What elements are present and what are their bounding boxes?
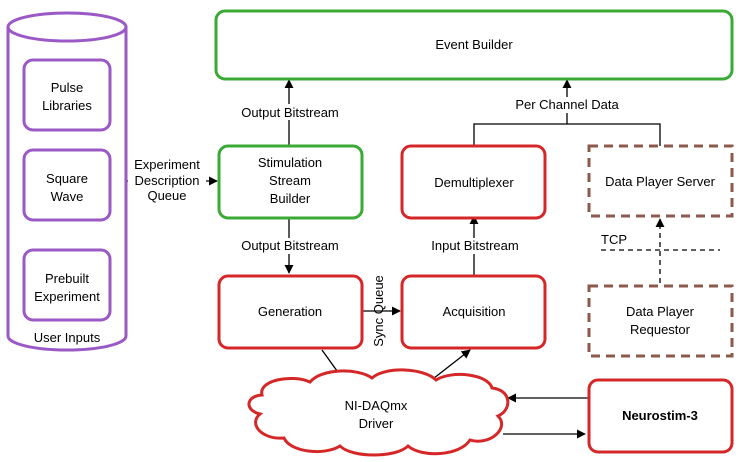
svg-text:Libraries: Libraries [42, 98, 92, 113]
svg-text:Pulse: Pulse [51, 80, 84, 95]
svg-text:Prebuilt: Prebuilt [45, 271, 89, 286]
label-output-bitstream-mid: Output Bitstream [241, 238, 339, 253]
label-input-bitstream: Input Bitstream [431, 238, 518, 253]
svg-text:Stream: Stream [269, 173, 311, 188]
node-acquisition: Acquisition [400, 274, 547, 350]
svg-text:Wave: Wave [51, 189, 84, 204]
input-square-wave: Square Wave [22, 148, 112, 222]
svg-text:Event Builder: Event Builder [435, 37, 513, 52]
svg-text:Demultiplexer: Demultiplexer [434, 175, 514, 190]
svg-text:Square: Square [46, 171, 88, 186]
svg-text:NI-DAQmx: NI-DAQmx [345, 398, 408, 413]
label-per-channel-data: Per Channel Data [515, 97, 619, 112]
svg-text:Stimulation: Stimulation [258, 155, 322, 170]
svg-text:Requestor: Requestor [630, 322, 691, 337]
node-neurostim-3: Neurostim-3 [587, 378, 734, 454]
label-output-bitstream-top: Output Bitstream [241, 105, 339, 120]
node-demultiplexer: Demultiplexer [400, 144, 547, 220]
node-ni-daqmx-driver: NI-DAQmx Driver [247, 368, 510, 457]
svg-text:Driver: Driver [359, 416, 394, 431]
node-data-player-requestor: Data Player Requestor [587, 284, 734, 358]
label-tcp: TCP [601, 232, 627, 247]
svg-text:Acquisition: Acquisition [443, 304, 506, 319]
input-pulse-libraries: Pulse Libraries [22, 58, 112, 132]
svg-text:Builder: Builder [270, 191, 311, 206]
label-exp-queue-3: Queue [147, 188, 186, 203]
label-exp-queue-1: Experiment [134, 157, 200, 172]
edge-labels: Output Bitstream Output Bitstream Per Ch… [128, 97, 627, 347]
user-inputs-caption: User Inputs [34, 330, 101, 345]
edge-per-channel-merge [473, 123, 661, 146]
label-sync-queue: Sync Queue [371, 275, 386, 347]
node-stimulation-stream-builder: Stimulation Stream Builder [217, 144, 364, 220]
node-data-player-server: Data Player Server [587, 144, 734, 218]
node-generation: Generation [217, 274, 364, 350]
label-exp-queue-2: Description [134, 173, 199, 188]
input-prebuilt-experiment: Prebuilt Experiment [22, 248, 112, 322]
svg-text:Experiment: Experiment [34, 289, 100, 304]
svg-text:Data Player Server: Data Player Server [605, 174, 715, 189]
node-event-builder: Event Builder [214, 9, 734, 81]
svg-text:Data Player: Data Player [626, 304, 695, 319]
svg-text:Generation: Generation [258, 304, 322, 319]
svg-text:Neurostim-3: Neurostim-3 [622, 408, 698, 423]
node-user-inputs: User Inputs Pulse Libraries Square Wave … [6, 11, 128, 352]
